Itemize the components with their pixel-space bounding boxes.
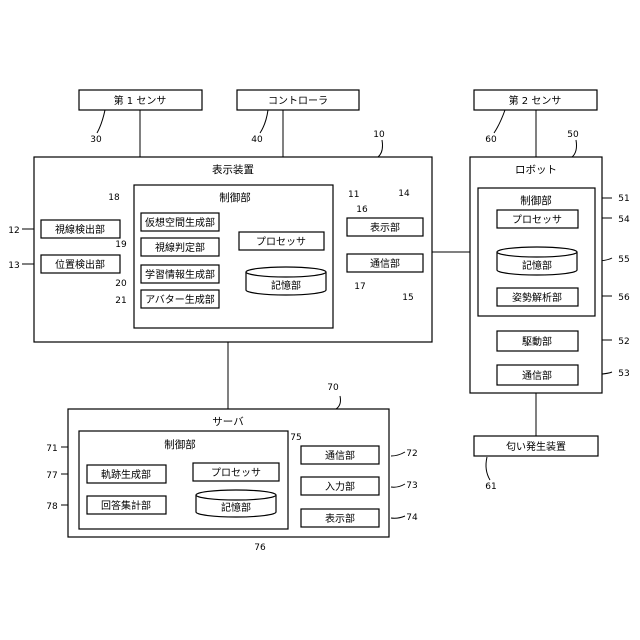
sensor1-box: 第 1 センサ	[79, 90, 202, 110]
posture-analysis-box: 姿勢解析部	[497, 288, 578, 306]
smell-device-box: 匂い発生装置	[474, 436, 598, 456]
ref-78: 78	[46, 502, 58, 512]
ref-52: 52	[618, 337, 629, 347]
ref-19: 19	[115, 240, 127, 250]
posture-analysis-label: 姿勢解析部	[512, 291, 562, 304]
ref-11: 11	[348, 190, 359, 200]
robot-storage-cylinder: 記憶部	[497, 247, 577, 275]
robot-title: ロボット	[515, 164, 557, 176]
display-unit-label: 表示部	[370, 221, 400, 234]
ref-75: 75	[290, 433, 301, 443]
sensor1-label: 第 1 センサ	[114, 94, 167, 107]
virtual-space-box: 仮想空間生成部	[141, 213, 219, 231]
ref-70: 70	[327, 383, 339, 393]
ref-50: 50	[567, 130, 579, 140]
robot-processor-box: プロセッサ	[497, 210, 578, 228]
position-detection-box: 位置検出部	[41, 255, 120, 273]
server-input-label: 入力部	[325, 480, 355, 493]
server-processor-box: プロセッサ	[193, 463, 279, 481]
display-communication-box: 通信部	[347, 254, 423, 272]
ref-10: 10	[373, 130, 385, 140]
ref-51: 51	[618, 194, 629, 204]
answer-aggregation-label: 回答集計部	[101, 499, 151, 512]
robot-processor-label: プロセッサ	[512, 214, 562, 226]
ref-15: 15	[402, 293, 413, 303]
server-communication-label: 通信部	[325, 449, 355, 462]
learning-info-label: 学習情報生成部	[145, 268, 215, 281]
robot-communication-label: 通信部	[522, 369, 552, 382]
gaze-judgment-box: 視線判定部	[141, 238, 219, 256]
ref-20: 20	[115, 279, 127, 289]
drive-label: 駆動部	[522, 335, 552, 348]
display-storage-label: 記憶部	[271, 279, 301, 292]
server-display-label: 表示部	[325, 512, 355, 525]
position-detection-label: 位置検出部	[55, 258, 105, 271]
smell-device-label: 匂い発生装置	[506, 440, 566, 453]
server-display-box: 表示部	[301, 509, 379, 527]
ref-12: 12	[8, 226, 19, 236]
robot-storage-label: 記憶部	[522, 259, 552, 272]
server-storage-cylinder: 記憶部	[196, 490, 276, 517]
display-processor-box: プロセッサ	[239, 232, 324, 250]
ref-21: 21	[115, 296, 126, 306]
answer-aggregation-box: 回答集計部	[87, 496, 166, 514]
ref-18: 18	[108, 193, 120, 203]
ref-72: 72	[406, 449, 417, 459]
display-unit-box: 表示部	[347, 218, 423, 236]
ref-61: 61	[485, 482, 496, 492]
ref-40: 40	[251, 135, 263, 145]
controller-box: コントローラ	[237, 90, 359, 110]
trajectory-box: 軌跡生成部	[87, 465, 166, 483]
gaze-detection-label: 視線検出部	[55, 223, 105, 236]
robot-communication-box: 通信部	[497, 365, 578, 385]
avatar-box: アバター生成部	[141, 290, 219, 308]
virtual-space-label: 仮想空間生成部	[145, 216, 215, 229]
ref-54: 54	[618, 215, 630, 225]
ref-74: 74	[406, 513, 418, 523]
ref-56: 56	[618, 293, 630, 303]
server-communication-box: 通信部	[301, 446, 379, 464]
display-control-title: 制御部	[219, 191, 251, 204]
ref-55: 55	[618, 255, 629, 265]
gaze-detection-box: 視線検出部	[41, 220, 120, 238]
server-input-box: 入力部	[301, 477, 379, 495]
server-control-title: 制御部	[164, 438, 196, 451]
learning-info-box: 学習情報生成部	[141, 265, 219, 283]
ref-17: 17	[354, 282, 365, 292]
ref-77: 77	[46, 471, 57, 481]
ref-76: 76	[254, 543, 266, 553]
controller-label: コントローラ	[268, 95, 328, 107]
trajectory-label: 軌跡生成部	[101, 468, 151, 481]
drive-box: 駆動部	[497, 331, 578, 351]
server-storage-label: 記憶部	[221, 501, 251, 514]
display-device-title: 表示装置	[212, 163, 254, 176]
display-communication-label: 通信部	[370, 257, 400, 270]
sensor2-box: 第 2 センサ	[474, 90, 597, 110]
ref-73: 73	[406, 481, 417, 491]
avatar-label: アバター生成部	[145, 293, 215, 306]
ref-16: 16	[356, 205, 368, 215]
ref-53: 53	[618, 369, 629, 379]
display-processor-label: プロセッサ	[256, 236, 306, 248]
ref-71: 71	[46, 444, 57, 454]
ref-13: 13	[8, 261, 19, 271]
ref-60: 60	[485, 135, 497, 145]
ref-14: 14	[398, 189, 410, 199]
robot-control-title: 制御部	[520, 194, 552, 207]
display-storage-cylinder: 記憶部	[246, 267, 326, 295]
server-title: サーバ	[212, 416, 244, 428]
ref-30: 30	[90, 135, 102, 145]
gaze-judgment-label: 視線判定部	[155, 241, 205, 254]
sensor2-label: 第 2 センサ	[509, 94, 562, 107]
server-processor-label: プロセッサ	[211, 467, 261, 479]
